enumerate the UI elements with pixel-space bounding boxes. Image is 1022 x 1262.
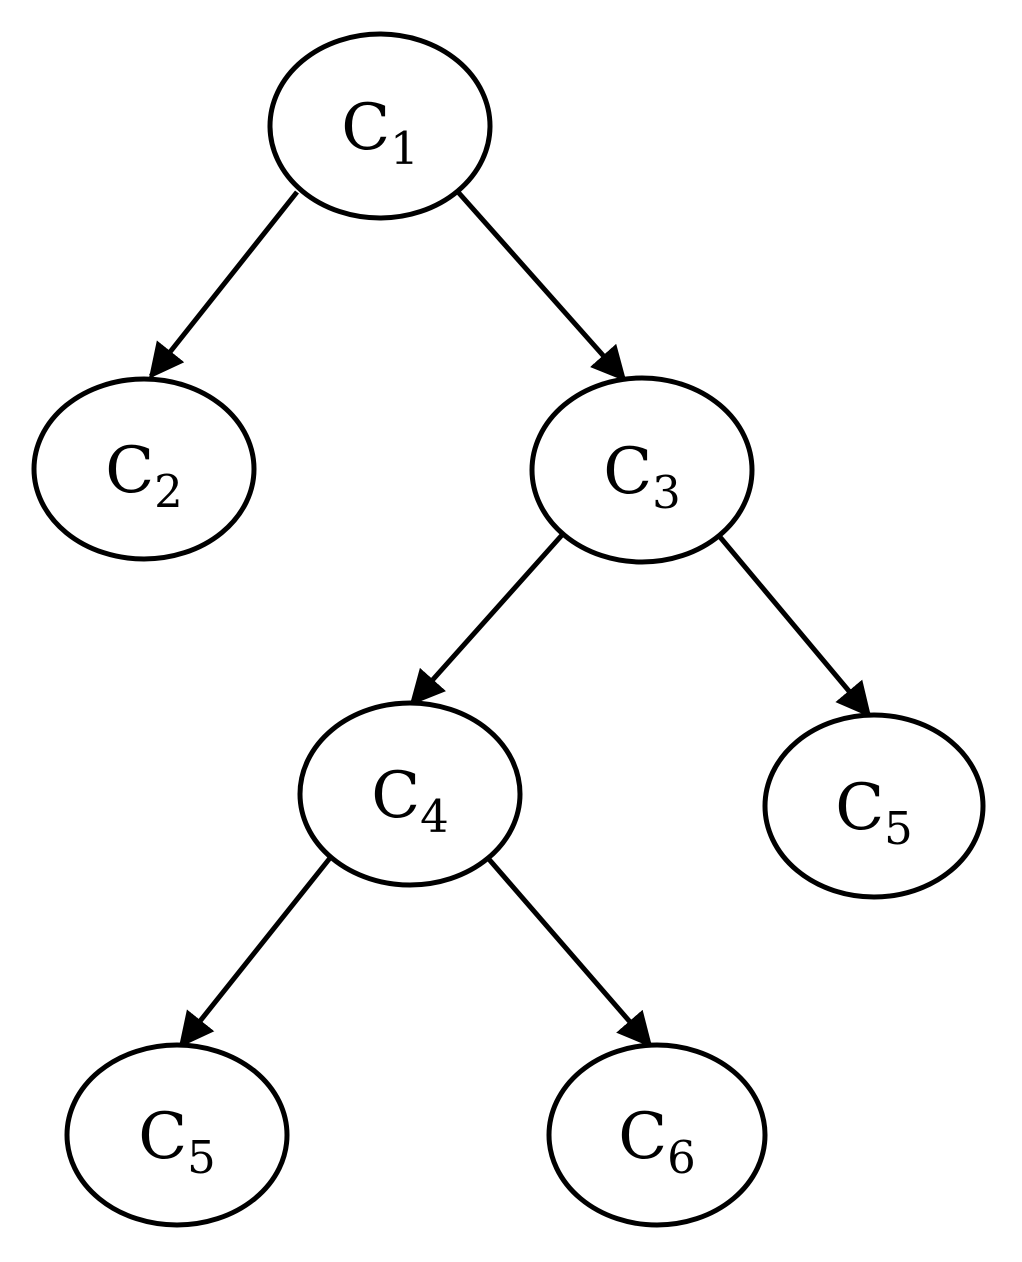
node-c5-right-label: C5 [835,771,913,855]
nodes-group: C1 C2 C3 C4 C5 C5 [31,31,986,1228]
node-c1: C1 [267,31,493,221]
node-c3-ellipse [529,375,755,565]
edge-c1-c3 [456,190,627,382]
node-c4-ellipse [297,700,523,888]
edge-c3-c4 [409,533,564,706]
edge-c4-c5-left [178,856,332,1048]
node-c5-right: C5 [762,712,986,900]
node-c6: C6 [546,1042,768,1228]
node-c4: C4 [297,700,523,888]
node-c4-label: C4 [371,759,449,843]
node-c5-left-label: C5 [138,1100,216,1184]
node-c5-left: C5 [64,1042,290,1228]
node-c2-label: C2 [105,434,183,518]
node-c6-ellipse [546,1042,768,1228]
node-c5-right-ellipse [762,712,986,900]
edge-c1-c2 [148,190,299,379]
node-c3: C3 [529,375,755,565]
edges-group [148,190,872,1048]
node-c5-left-ellipse [64,1042,290,1228]
node-c2-ellipse [31,376,257,562]
node-c2: C2 [31,376,257,562]
edge-c4-c6 [485,855,653,1048]
node-c1-ellipse [267,31,493,221]
node-c1-label: C1 [341,91,419,175]
node-c3-label: C3 [603,435,681,519]
node-c6-label: C6 [618,1100,696,1184]
edge-c3-c5-right [718,535,872,718]
